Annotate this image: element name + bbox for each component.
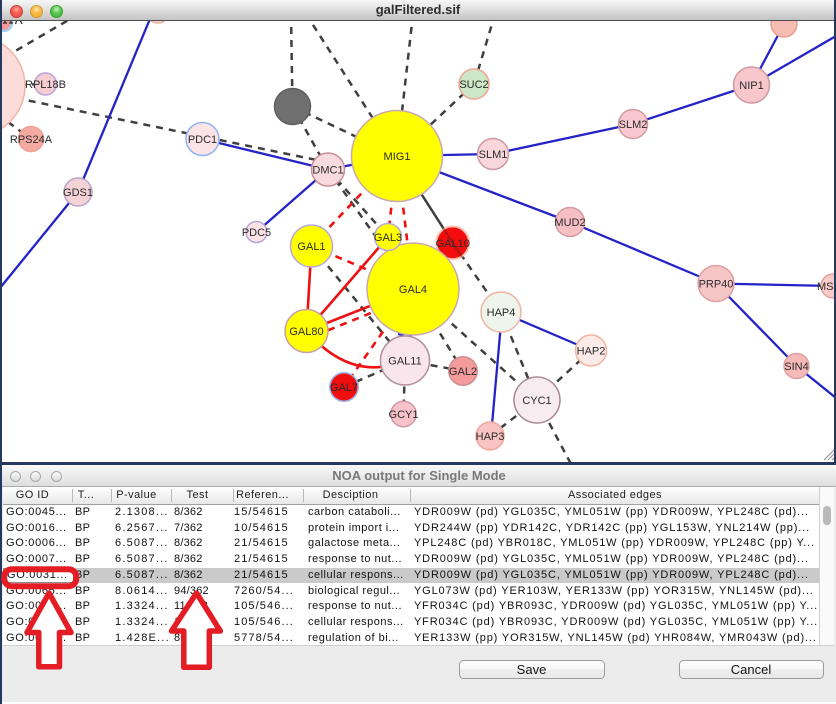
svg-text:MSI1: MSI1	[817, 281, 836, 293]
svg-text:SUC2: SUC2	[459, 79, 488, 91]
svg-text:SIN4: SIN4	[784, 361, 808, 373]
svg-text:GAL2: GAL2	[449, 366, 477, 378]
svg-text:GDS1: GDS1	[63, 187, 93, 199]
svg-text:GAL7: GAL7	[330, 382, 358, 394]
svg-text:NIP1: NIP1	[739, 80, 763, 92]
svg-text:GAL3: GAL3	[374, 232, 402, 244]
svg-text:HAP4: HAP4	[487, 307, 516, 319]
svg-text:GCY1: GCY1	[389, 409, 419, 421]
svg-text:RPL18B: RPL18B	[25, 79, 66, 91]
svg-text:PDC1: PDC1	[188, 134, 217, 146]
svg-text:HAP2: HAP2	[577, 346, 606, 358]
svg-text:SLM1: SLM1	[479, 149, 508, 161]
svg-text:HAP3: HAP3	[476, 431, 505, 443]
svg-text:GAL11: GAL11	[388, 356, 421, 368]
svg-text:PRP40: PRP40	[699, 279, 734, 291]
svg-text:DMC1: DMC1	[312, 165, 343, 177]
svg-text:PDC5: PDC5	[242, 227, 271, 239]
svg-text:SLM2: SLM2	[619, 119, 648, 131]
svg-text:GAL10: GAL10	[436, 238, 470, 250]
svg-text:MIG1: MIG1	[384, 151, 411, 163]
svg-text:MUD2: MUD2	[554, 217, 585, 229]
svg-text:GAL1: GAL1	[297, 241, 325, 253]
svg-text:CYC1: CYC1	[522, 395, 551, 407]
svg-text:GAL4: GAL4	[399, 284, 427, 296]
svg-text:GAL80: GAL80	[289, 326, 323, 338]
svg-text:RPS24A: RPS24A	[10, 134, 53, 146]
